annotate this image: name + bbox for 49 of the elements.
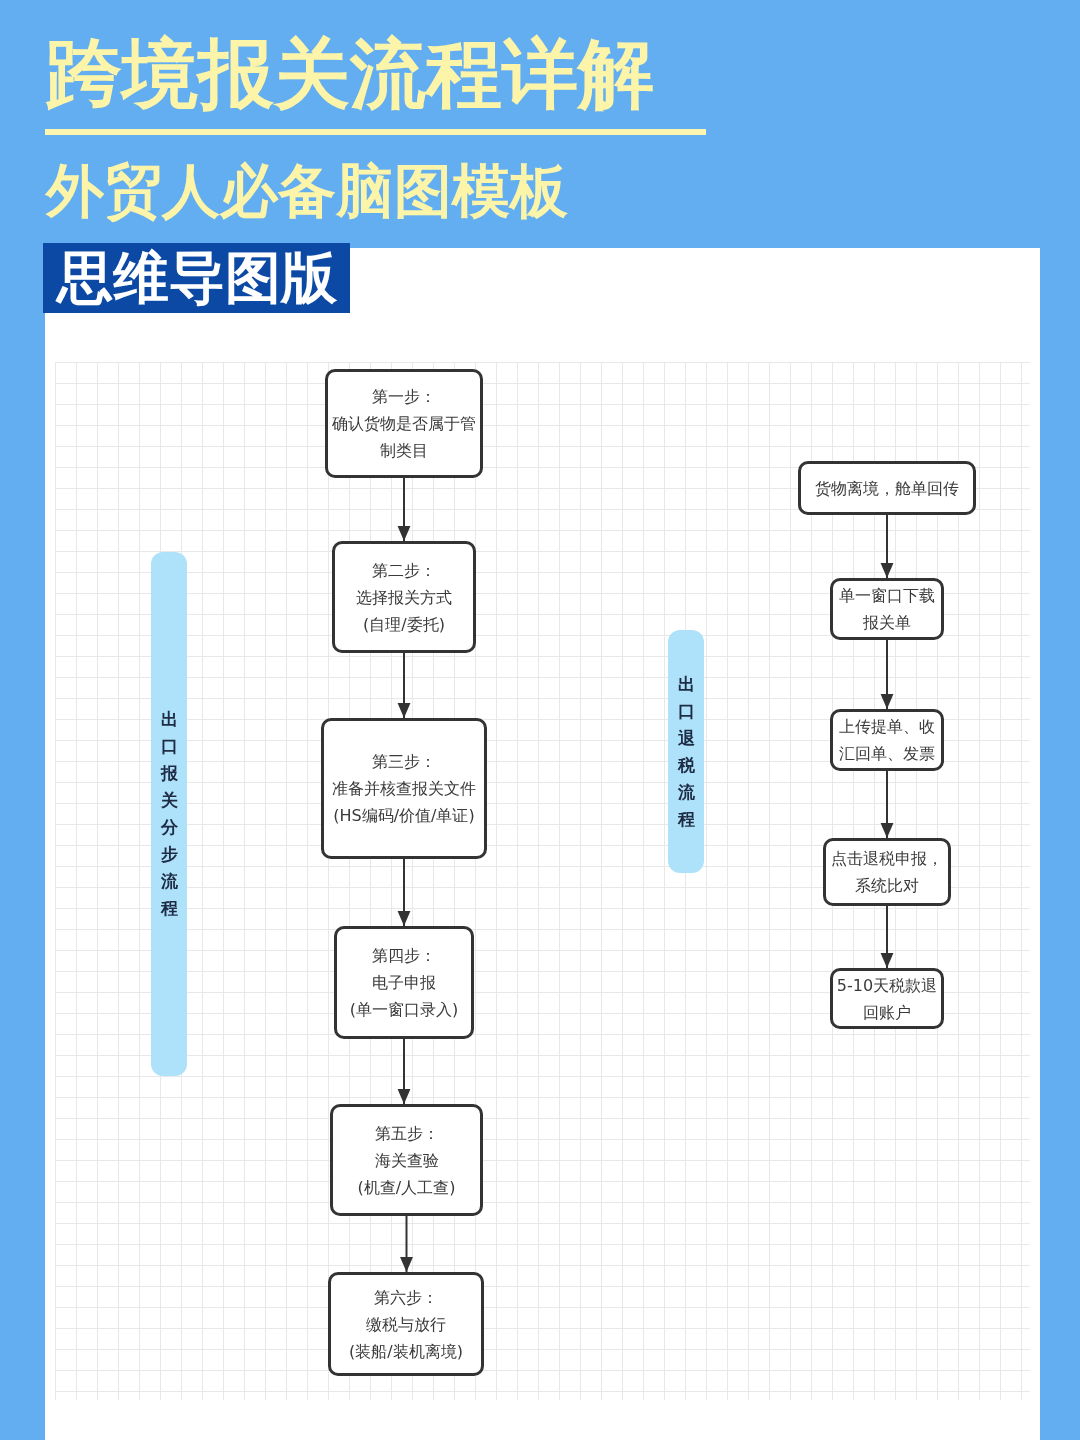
arrow — [880, 770, 894, 839]
process-box — [830, 578, 944, 640]
step-heading: 第二步： — [372, 559, 436, 582]
step-heading: 第六步： — [374, 1286, 438, 1309]
step-heading: 第三步： — [372, 751, 436, 773]
box-text: 5-10天税款退回账户 — [835, 974, 939, 1024]
box-text: 点击退税申报，系统比对 — [830, 848, 944, 897]
box-text: 货物离境，舱单回传 — [815, 477, 959, 500]
arrow — [880, 514, 894, 579]
arrow — [400, 1215, 413, 1273]
band-label: 出口报关分步流程 — [160, 708, 178, 920]
arrow — [880, 905, 894, 969]
process-box — [830, 709, 944, 771]
step-note: (机查/人工查) — [357, 1176, 456, 1199]
arrow — [397, 652, 411, 719]
process-box — [330, 1104, 483, 1216]
step-note: (单一窗口录入) — [349, 999, 459, 1021]
step-note: (自理/委托) — [363, 613, 445, 636]
step-text: 缴税与放行 — [366, 1313, 446, 1336]
step-heading: 第一步： — [372, 386, 436, 408]
process-box — [830, 968, 944, 1029]
band-label: 出口退税流程 — [677, 672, 695, 831]
arrow — [397, 477, 411, 542]
step-text: 准备并核查报关文件 — [332, 778, 476, 800]
band — [668, 630, 704, 873]
process-box — [823, 838, 951, 906]
arrow — [880, 639, 894, 710]
step-note: (装船/装机离境) — [349, 1340, 463, 1363]
step-text: 选择报关方式 — [356, 586, 452, 609]
process-box — [328, 1272, 484, 1376]
step-heading: 第五步： — [374, 1122, 439, 1145]
subtitle: 外贸人必备脑图模板 — [46, 156, 568, 227]
process-box — [332, 541, 476, 653]
step-heading: 第四步： — [372, 945, 436, 967]
process-box — [325, 369, 483, 478]
step-text: 海关查验 — [374, 1149, 439, 1172]
process-box — [798, 461, 976, 515]
title: 跨境报关流程详解 — [46, 28, 654, 120]
process-box — [321, 718, 487, 859]
band — [151, 552, 187, 1076]
process-box — [334, 926, 474, 1039]
box-text: 单一窗口下载报关单 — [838, 585, 936, 634]
heading-tag: 思维导图版 — [43, 243, 350, 313]
arrow — [397, 858, 411, 927]
step-text: 电子申报 — [372, 972, 436, 994]
box-text: 上传提单、收汇回单、发票 — [838, 716, 936, 765]
arrow — [397, 1038, 411, 1105]
step-note: (HS编码/价值/单证) — [333, 805, 475, 827]
step-text: 确认货物是否属于管制类目 — [331, 413, 477, 462]
